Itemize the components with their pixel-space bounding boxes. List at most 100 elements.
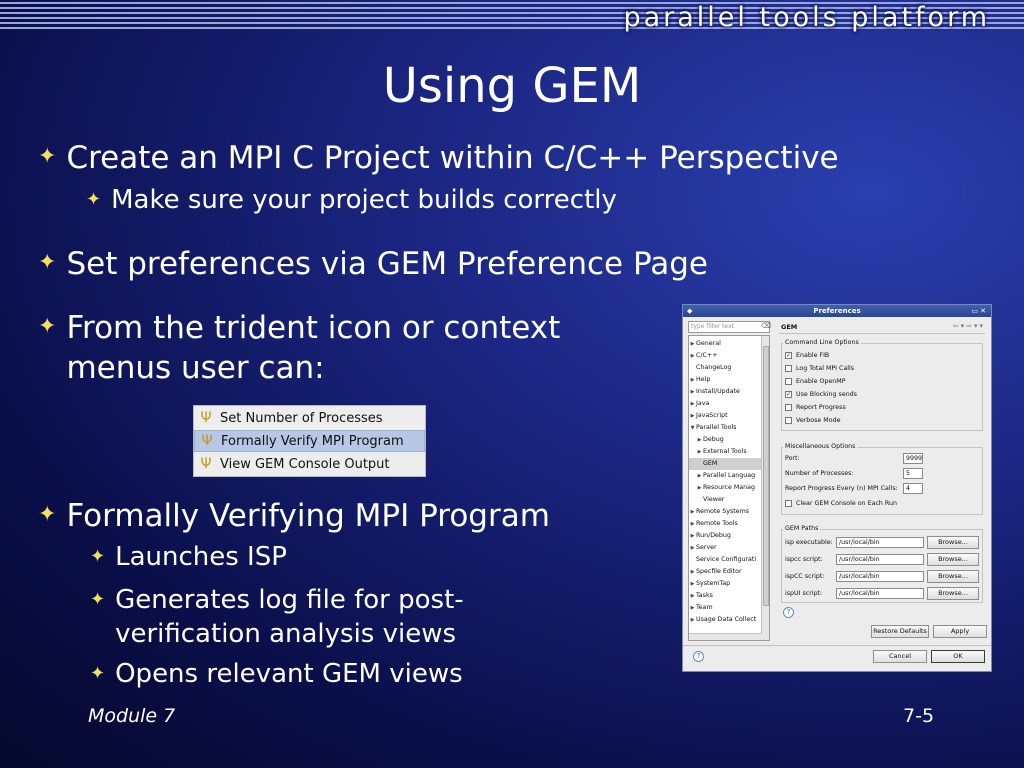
checkbox-blocking-sends[interactable]: ✓Use Blocking sends [785,390,857,398]
path-label: isp executable: [785,539,833,546]
path-input[interactable]: /usr/local/bin [836,554,924,565]
tree-item[interactable]: ▶Tasks [689,590,761,602]
expand-icon: ▶ [690,533,695,539]
expand-icon: ▶ [690,389,695,395]
tree-item[interactable]: ▶Help [689,374,761,386]
menu-item-view-console-output[interactable]: Ψ View GEM Console Output [194,453,425,475]
divider [683,645,991,646]
slide-title: Using GEM [382,58,642,114]
clear-filter-icon[interactable]: ⌫ [761,322,771,330]
star-bullet-icon: ✦ [38,144,57,169]
nav-arrows-icon[interactable]: ⇦▾⇨▾▾ [952,322,985,330]
gem-paths-group [781,529,983,603]
menu-item-set-number-of-processes[interactable]: Ψ Set Number of Processes [194,407,425,429]
preference-tree: ▶General ▶C/C++ ChangeLog ▶Help ▶Install… [688,335,770,641]
tree-item[interactable]: ▶External Tools [689,446,761,458]
browse-button[interactable]: Browse... [927,570,979,583]
expand-icon: ▶ [690,341,695,347]
apply-button[interactable]: Apply [933,625,987,638]
star-bullet-icon: ✦ [38,250,57,275]
bullet-create-project: ✦ Create an MPI C Project within C/C++ P… [38,140,839,176]
tree-item[interactable]: ▼Parallel Tools [689,422,761,434]
path-input[interactable]: /usr/local/bin [836,588,924,599]
tree-item[interactable]: ▶C/C++ [689,350,761,362]
group-label: Miscellaneous Options [783,443,858,450]
platform-title: parallel tools platform [623,2,990,33]
expand-icon: ▶ [690,377,695,383]
restore-defaults-button[interactable]: Restore Defaults [871,625,929,638]
tree-item[interactable]: ▶Team [689,602,761,614]
expand-icon: ▶ [690,545,695,551]
gem-context-menu: Ψ Set Number of Processes Ψ Formally Ver… [193,405,426,477]
tree-item[interactable]: ▶Parallel Languag [689,470,761,482]
star-bullet-icon: ✦ [38,314,57,339]
trident-icon: Ψ [201,433,213,449]
processes-label: Number of Processes: [785,470,854,477]
tree-item[interactable]: ▶Server [689,542,761,554]
browse-button[interactable]: Browse... [927,553,979,566]
star-bullet-icon: ✦ [90,589,106,610]
progress-input[interactable]: 4 [903,483,923,494]
tree-item[interactable]: Service Configurati [696,556,757,563]
bullet-log-file: ✦ Generates log file for post- verificat… [90,585,464,649]
tree-item[interactable]: ▶Specfile Editor [689,566,761,578]
tree-item[interactable]: ▶Usage Data Collect [689,614,761,626]
tree-item[interactable]: ▶Debug [689,434,761,446]
expand-icon: ▶ [690,521,695,527]
expand-icon: ▶ [690,509,695,515]
tree-item[interactable]: Viewer [703,496,725,503]
window-controls[interactable]: ▭✕ [971,307,988,315]
tree-item[interactable]: ▶General [689,338,761,350]
expand-icon: ▶ [690,617,695,623]
scrollbar-thumb[interactable] [763,346,769,606]
expand-icon: ▶ [690,401,695,407]
misc-group [781,447,983,515]
tree-vertical-scrollbar[interactable] [761,336,769,640]
tree-item[interactable]: ▶JavaScript [689,410,761,422]
preferences-dialog: ◆ Preferences ▭✕ type filter text ⌫ ▶Gen… [682,304,992,672]
tree-horizontal-scrollbar[interactable] [689,633,762,640]
ok-button[interactable]: OK [931,650,985,663]
bullet-launches-isp: ✦ Launches ISP [90,542,287,572]
port-input[interactable]: 9999 [903,453,923,464]
progress-label: Report Progress Every (n) MPI Calls: [785,485,898,492]
cancel-button[interactable]: Cancel [873,650,927,663]
filter-input[interactable]: type filter text [688,321,770,333]
checkbox-enable-fib[interactable]: ✓Enable FIB [785,351,830,359]
expand-icon: ▶ [690,569,695,575]
window-menu-icon[interactable]: ◆ [687,307,693,315]
dialog-titlebar: ◆ Preferences ▭✕ [683,305,991,317]
menu-item-formally-verify[interactable]: Ψ Formally Verify MPI Program [194,430,425,452]
bullet-set-preferences: ✦ Set preferences via GEM Preference Pag… [38,246,708,282]
tree-item[interactable]: ▶Run/Debug [689,530,761,542]
checkbox-log-total[interactable]: Log Total MPI Calls [785,363,854,373]
group-label: GEM Paths [783,525,821,532]
tree-item[interactable]: ▶Remote Systems [689,506,761,518]
help-icon[interactable]: ? [693,651,704,662]
trident-icon: Ψ [200,410,212,426]
header-stripes [0,0,1024,34]
browse-button[interactable]: Browse... [927,587,979,600]
checkbox-verbose[interactable]: Verbose Mode [785,415,840,425]
star-bullet-icon: ✦ [90,546,106,567]
path-input[interactable]: /usr/local/bin [836,537,924,548]
tree-item[interactable]: ChangeLog [696,364,732,371]
processes-input[interactable]: 5 [903,468,923,479]
tree-item[interactable]: ▶Install/Update [689,386,761,398]
tree-item[interactable]: ▶Resource Manag [689,482,761,494]
path-input[interactable]: /usr/local/bin [836,571,924,582]
tree-item[interactable]: ▶SystemTap [689,578,761,590]
help-icon[interactable]: ? [783,607,794,618]
tree-item[interactable]: ▶Remote Tools [689,518,761,530]
path-label: ispCC script: [785,573,825,580]
checkbox-clear-console[interactable]: Clear GEM Console on Each Run [785,498,897,508]
checkbox-report-progress[interactable]: Report Progress [785,402,846,412]
browse-button[interactable]: Browse... [927,536,979,549]
checkbox-checked-icon: ✓ [785,390,792,398]
tree-item-gem-selected[interactable]: GEM [689,458,761,470]
tree-item[interactable]: ▶Java [689,398,761,410]
star-bullet-icon: ✦ [90,663,106,684]
checkbox-enable-openmp[interactable]: Enable OpenMP [785,376,846,386]
port-label: Port: [785,455,800,462]
checkbox-checked-icon: ✓ [785,351,792,359]
